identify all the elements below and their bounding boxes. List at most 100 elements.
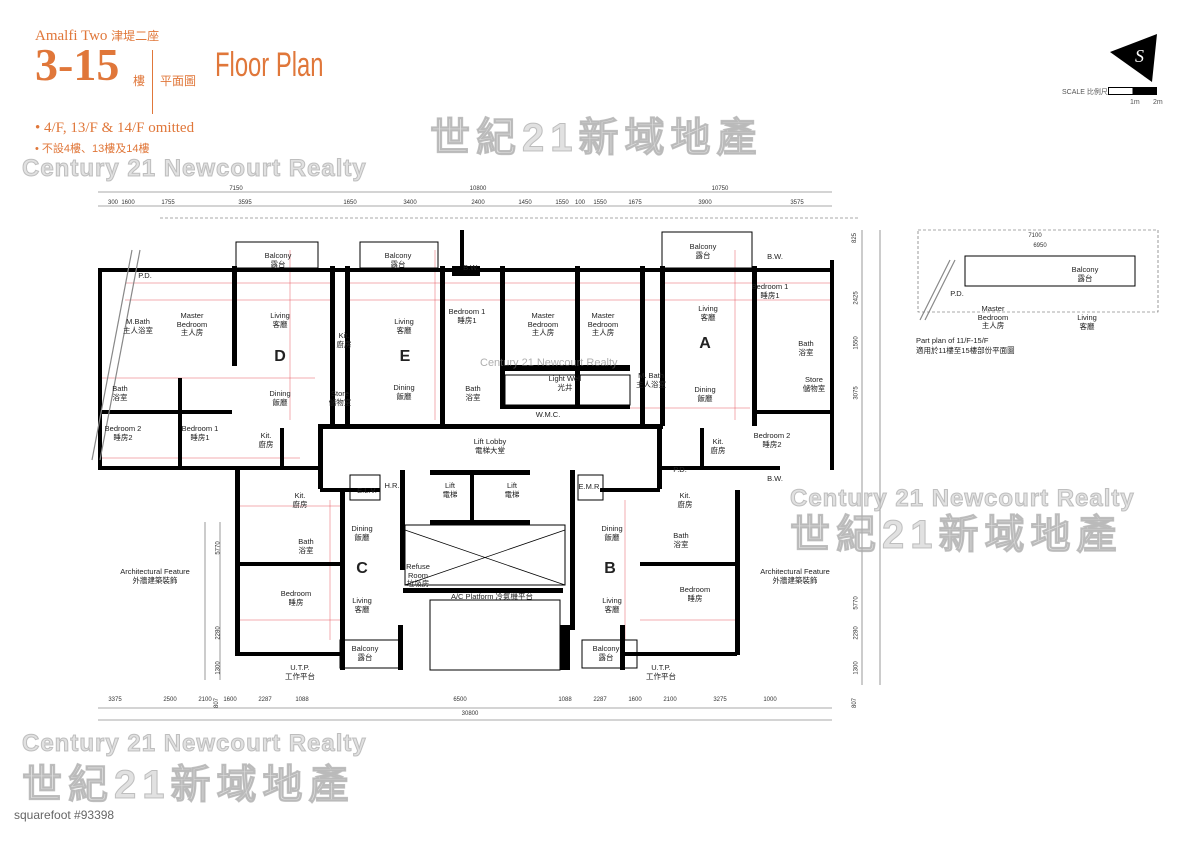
dimension-label: 2100 — [663, 697, 677, 703]
room-label-line: 睡房 — [288, 597, 304, 607]
project-zh: 津堤二座 — [111, 29, 160, 43]
room-label-line: 飯廳 — [396, 391, 412, 401]
dimension-label: 30800 — [461, 711, 479, 717]
room-label-line: M.Bath — [126, 317, 150, 326]
unit-b-label: B — [604, 560, 616, 577]
room-label-line: Bedroom — [176, 319, 208, 329]
room-label-line: Bedroom — [679, 585, 711, 594]
room-label-line: Architectural Feature — [120, 567, 190, 576]
part-dim-6950: 6950 — [1033, 243, 1047, 249]
dimension-label: 10800 — [469, 186, 487, 192]
room-label-line: Bath — [673, 531, 689, 540]
room-label-line: Bedroom 2 — [104, 424, 142, 433]
room-label-line: 露台 — [357, 652, 373, 662]
dimension-label: 1600 — [121, 200, 135, 206]
room-label-line: 客廳 — [604, 604, 620, 614]
room-b-utp: U.T.P.工作平台 — [646, 663, 676, 681]
note-2: • 不設4樓、13樓及14樓 — [35, 143, 150, 155]
room-label-line: P.D. — [138, 271, 152, 280]
dimension-label: 2100 — [198, 697, 212, 703]
room-label-line: Light Well — [548, 374, 582, 383]
room-label-line: Store — [331, 389, 349, 398]
room-label-line: 浴室 — [298, 545, 314, 555]
room-b-kit: Kit.廚房 — [678, 491, 693, 509]
dimension-label: 1550 — [555, 200, 569, 206]
dimension-label: 1450 — [518, 200, 532, 206]
dimension-label: 807 — [852, 697, 859, 709]
room-label-line: 光井 — [557, 382, 573, 392]
room-label-line: 睡房1 — [457, 315, 477, 325]
room-label-line: Kit. — [679, 491, 691, 500]
room-label-line: 露台 — [270, 259, 286, 269]
dimension-label: 5770 — [853, 596, 860, 610]
note-1: • 4/F, 13/F & 14/F omitted — [35, 120, 195, 136]
room-a-bw: B.W. — [767, 252, 783, 262]
dimension-label: 2280 — [853, 626, 860, 640]
room-label-line: A/C Platform 冷氣機平台 — [450, 592, 534, 601]
room-label-line: Kit. — [294, 491, 306, 500]
room-c-kit: Kit.廚房 — [293, 491, 308, 509]
north-arrow-icon — [1110, 34, 1157, 82]
room-label-line: Balcony — [351, 644, 379, 653]
room-label-line: Architectural Feature — [760, 567, 830, 576]
room-label-line: Bedroom 2 — [753, 431, 791, 440]
dimension-label: 3900 — [698, 200, 712, 206]
room-label-line: 電梯大堂 — [475, 445, 505, 455]
room-label-line: Living — [698, 304, 718, 313]
room-label-line: 外牆建築裝飾 — [772, 575, 818, 585]
room-label-line: 露台 — [598, 652, 614, 662]
dimension-label: 1300 — [853, 661, 860, 675]
room-hr: H.R. — [385, 481, 400, 491]
dimension-label: 1300 — [215, 661, 222, 675]
room-label-line: Kit. — [260, 431, 272, 440]
dimension-label: 1550 — [593, 200, 607, 206]
dimension-label: 807 — [214, 697, 221, 709]
room-label-line: Dining — [601, 524, 623, 533]
footer-id: squarefoot #93398 — [14, 808, 115, 822]
room-label-line: B.W. — [767, 474, 783, 483]
dimension-label: 1600 — [628, 697, 642, 703]
room-label-line: 飯廳 — [697, 393, 713, 403]
scale-tick-1m: 1m — [1130, 99, 1140, 106]
room-e-bw: B.W. — [463, 263, 479, 273]
room-label-line: Lift — [444, 481, 455, 490]
room-label-line: Lift — [506, 481, 517, 490]
room-label-line: M. Bath — [638, 371, 664, 380]
dimension-label: 3575 — [790, 200, 804, 206]
room-label-line: Dining — [694, 385, 716, 394]
room-label-line: 飯廳 — [272, 397, 288, 407]
room-label-line: 電梯 — [442, 489, 458, 499]
room-wmc: W.M.C. — [536, 410, 561, 420]
room-emr: E.M.R. — [579, 482, 602, 492]
room-label-line: 露台 — [390, 259, 406, 269]
room-label-line: Bath — [465, 384, 481, 393]
room-label-line: 廚房 — [258, 439, 274, 449]
room-ac: A/C Platform 冷氣機平台 — [450, 592, 534, 602]
room-label-line: Balcony — [689, 242, 717, 251]
room-label-line: Bath — [798, 339, 814, 348]
room-d-pd: P.D. — [138, 271, 152, 281]
room-label-line: 浴室 — [673, 539, 689, 549]
